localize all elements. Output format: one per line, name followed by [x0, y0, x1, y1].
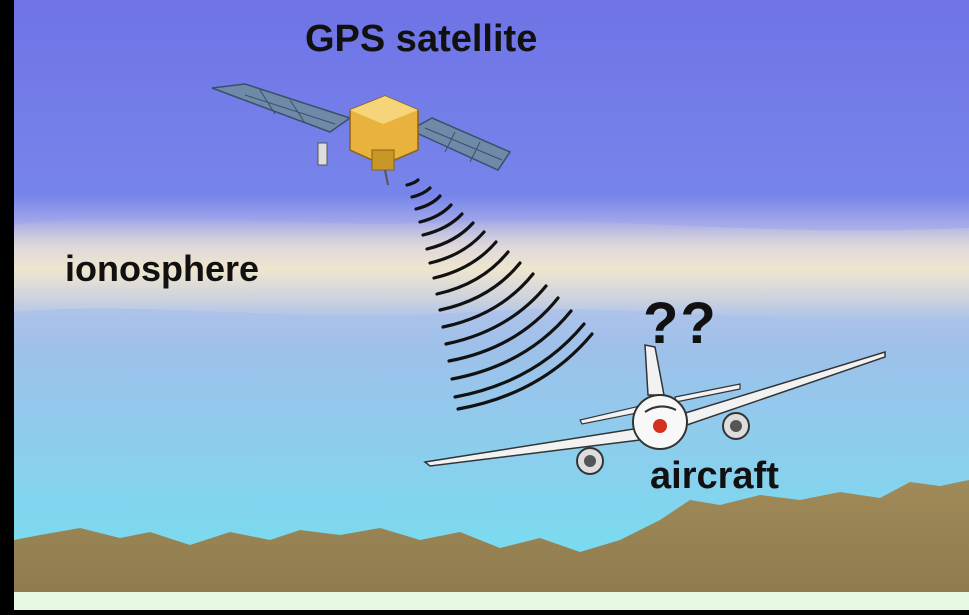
- solar-panel-right: [408, 117, 512, 171]
- question-marks: ??: [643, 291, 718, 356]
- aircraft-nose: [653, 419, 667, 433]
- satellite-label: GPS satellite: [305, 18, 538, 60]
- aircraft-label: aircraft: [650, 455, 779, 497]
- ground-mountains: [14, 480, 969, 592]
- signal-waves-icon: [405, 178, 594, 411]
- ground-bottom-strip: [14, 592, 969, 610]
- ionosphere-label: ionosphere: [65, 248, 260, 289]
- satellite-icon: [211, 83, 512, 186]
- aircraft-icon: [423, 344, 886, 475]
